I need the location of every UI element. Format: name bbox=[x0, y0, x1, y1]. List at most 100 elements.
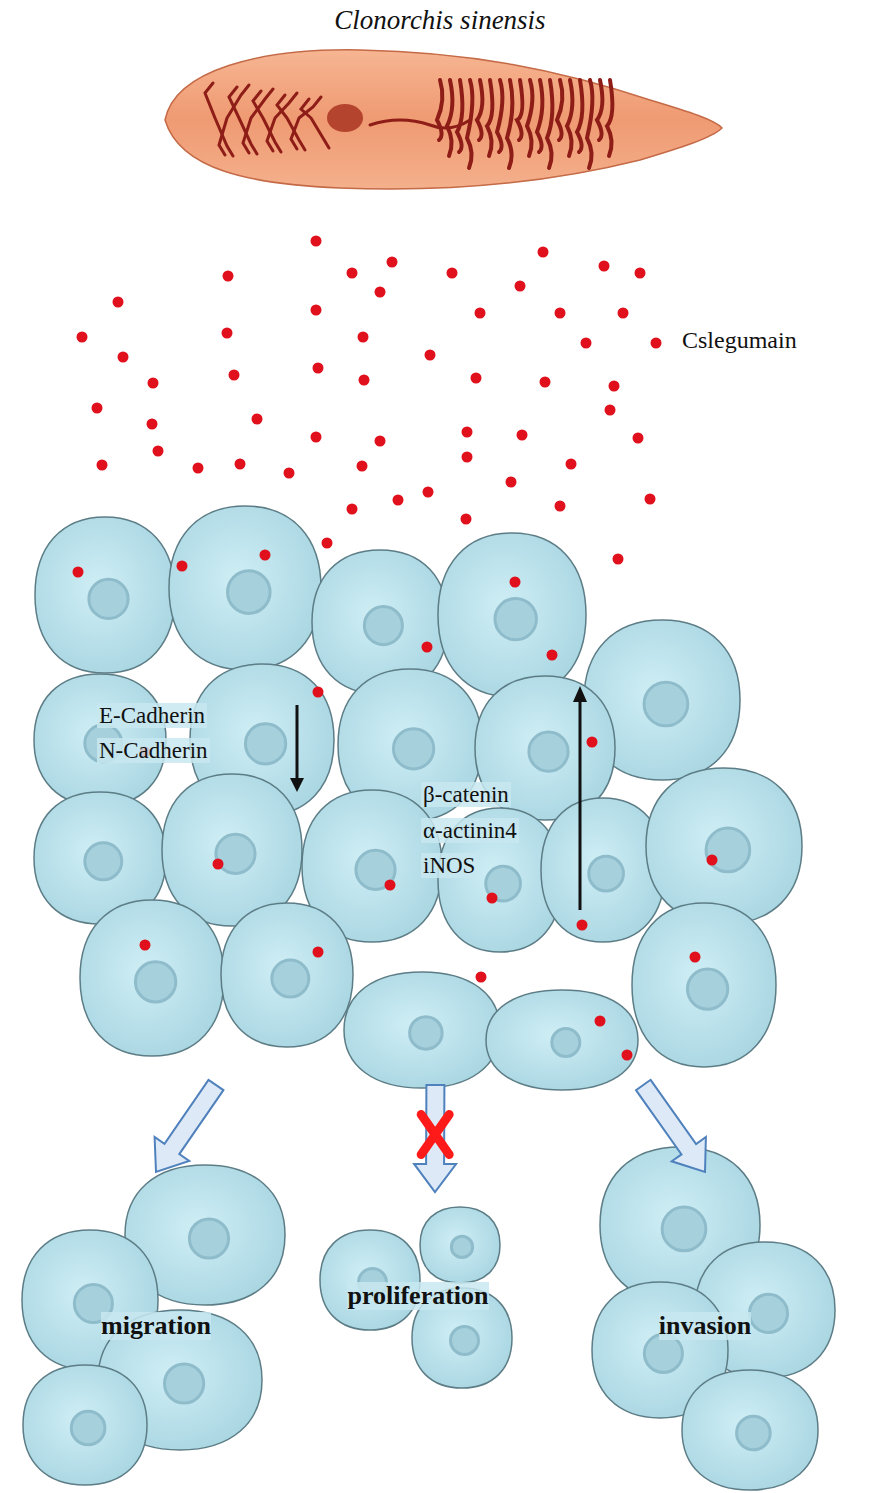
protein-label: N-Cadherin bbox=[97, 738, 210, 763]
protein-label: α-actinin4 bbox=[421, 818, 519, 843]
legumain-dot bbox=[587, 737, 598, 748]
cell-nucleus bbox=[552, 1029, 580, 1057]
cell-nucleus bbox=[495, 598, 536, 639]
legumain-dot bbox=[609, 381, 620, 392]
testis-branch bbox=[577, 80, 582, 152]
legumain-dot bbox=[177, 561, 188, 572]
cell-nucleus bbox=[245, 724, 285, 764]
legumain-dot bbox=[313, 687, 324, 698]
legumain-dot bbox=[260, 550, 271, 561]
block-arrow bbox=[155, 1080, 224, 1172]
legumain-dot bbox=[577, 920, 588, 931]
legumain-dot bbox=[235, 459, 246, 470]
legumain-dot bbox=[707, 855, 718, 866]
legumain-dot bbox=[385, 880, 396, 891]
cell-nucleus bbox=[589, 856, 624, 891]
testis-branch bbox=[607, 80, 612, 156]
block-arrow-shape bbox=[414, 1085, 456, 1192]
legumain-dot bbox=[651, 338, 662, 349]
protein-label: β-catenin bbox=[421, 782, 511, 807]
cell-nucleus bbox=[737, 1416, 771, 1450]
legumain-dot bbox=[475, 308, 486, 319]
testis-branch bbox=[507, 80, 512, 168]
legumain-dot bbox=[229, 370, 240, 381]
uterus-coil bbox=[370, 120, 470, 128]
legumain-dot bbox=[113, 297, 124, 308]
legumain-dot bbox=[461, 514, 472, 525]
legumain-dot bbox=[425, 350, 436, 361]
vitelline-branch bbox=[301, 99, 329, 148]
legumain-dot bbox=[140, 940, 151, 951]
legumain-dot bbox=[423, 487, 434, 498]
legumain-dot bbox=[462, 427, 473, 438]
legumain-dot bbox=[605, 405, 616, 416]
cell-dots bbox=[73, 550, 718, 1061]
testis-branch bbox=[567, 80, 572, 156]
legumain-dot bbox=[387, 257, 398, 268]
legumain-dot bbox=[147, 419, 158, 430]
cell-mass-illustration bbox=[22, 506, 835, 1490]
legumain-dot bbox=[311, 432, 322, 443]
cell-cluster-node: migration bbox=[20, 1172, 292, 1480]
legumain-dot bbox=[515, 281, 526, 292]
cell-outline bbox=[80, 900, 224, 1056]
testis-branch bbox=[477, 80, 482, 140]
legumain-dot bbox=[213, 859, 224, 870]
legumain-dot bbox=[547, 650, 558, 661]
legumain-dot bbox=[599, 261, 610, 272]
cell-nucleus bbox=[272, 960, 309, 997]
legumain-dot bbox=[595, 1016, 606, 1027]
legumain-dot bbox=[92, 403, 103, 414]
up-arrow bbox=[579, 700, 582, 910]
legumain-dot bbox=[462, 452, 473, 463]
fluke-organs bbox=[205, 80, 612, 168]
cell-nucleus bbox=[662, 1207, 706, 1251]
legumain-dot bbox=[622, 1050, 633, 1061]
species-name: Clonorchis sinensis bbox=[150, 6, 730, 36]
down-arrow-head bbox=[290, 778, 304, 792]
block-arrow-shape bbox=[155, 1080, 224, 1172]
cell-outline bbox=[486, 990, 638, 1090]
legumain-dot bbox=[311, 236, 322, 247]
outcome-label: migration bbox=[101, 1312, 211, 1341]
legumain-dot bbox=[193, 463, 204, 474]
cell-outline bbox=[221, 903, 353, 1047]
testis-branch bbox=[447, 80, 452, 156]
cell-cluster-node: proliferation bbox=[312, 1192, 524, 1400]
outcome-label: proliferation bbox=[347, 1282, 488, 1311]
cell-nucleus bbox=[749, 1294, 787, 1332]
cell-nucleus bbox=[89, 579, 128, 618]
inhibition-cross bbox=[421, 1115, 449, 1155]
cell-nucleus bbox=[529, 732, 568, 771]
legumain-dot bbox=[506, 477, 517, 488]
legumain-dot bbox=[538, 247, 549, 258]
expression-arrows bbox=[290, 686, 587, 910]
legumain-dot bbox=[471, 373, 482, 384]
cell-outline bbox=[646, 768, 802, 924]
testis-branch bbox=[497, 80, 502, 152]
fluke-illustration bbox=[165, 50, 722, 189]
legumain-dot bbox=[393, 495, 404, 506]
legumain-dot bbox=[633, 433, 644, 444]
legumain-dot bbox=[73, 567, 84, 578]
cell-nucleus bbox=[189, 1219, 228, 1258]
cell-nucleus bbox=[687, 969, 727, 1009]
cell-outline bbox=[632, 903, 776, 1067]
fluke-sucker bbox=[327, 104, 363, 132]
cell-nucleus bbox=[364, 607, 402, 645]
cell-outline bbox=[320, 1230, 420, 1330]
legumain-dot bbox=[375, 287, 386, 298]
up-arrow-head bbox=[573, 686, 587, 702]
cell-nucleus bbox=[228, 571, 271, 614]
cell-nucleus bbox=[644, 682, 688, 726]
cell-nucleus bbox=[451, 1327, 479, 1355]
cell-outline bbox=[682, 1370, 818, 1490]
legumain-dot bbox=[422, 642, 433, 653]
legumain-dot bbox=[618, 308, 629, 319]
testis-branch bbox=[537, 80, 542, 152]
legumain-dot bbox=[566, 459, 577, 470]
legumain-dot bbox=[223, 271, 234, 282]
cell-nucleus bbox=[85, 843, 122, 880]
block-arrow bbox=[636, 1080, 706, 1172]
testis-branch bbox=[547, 80, 552, 168]
